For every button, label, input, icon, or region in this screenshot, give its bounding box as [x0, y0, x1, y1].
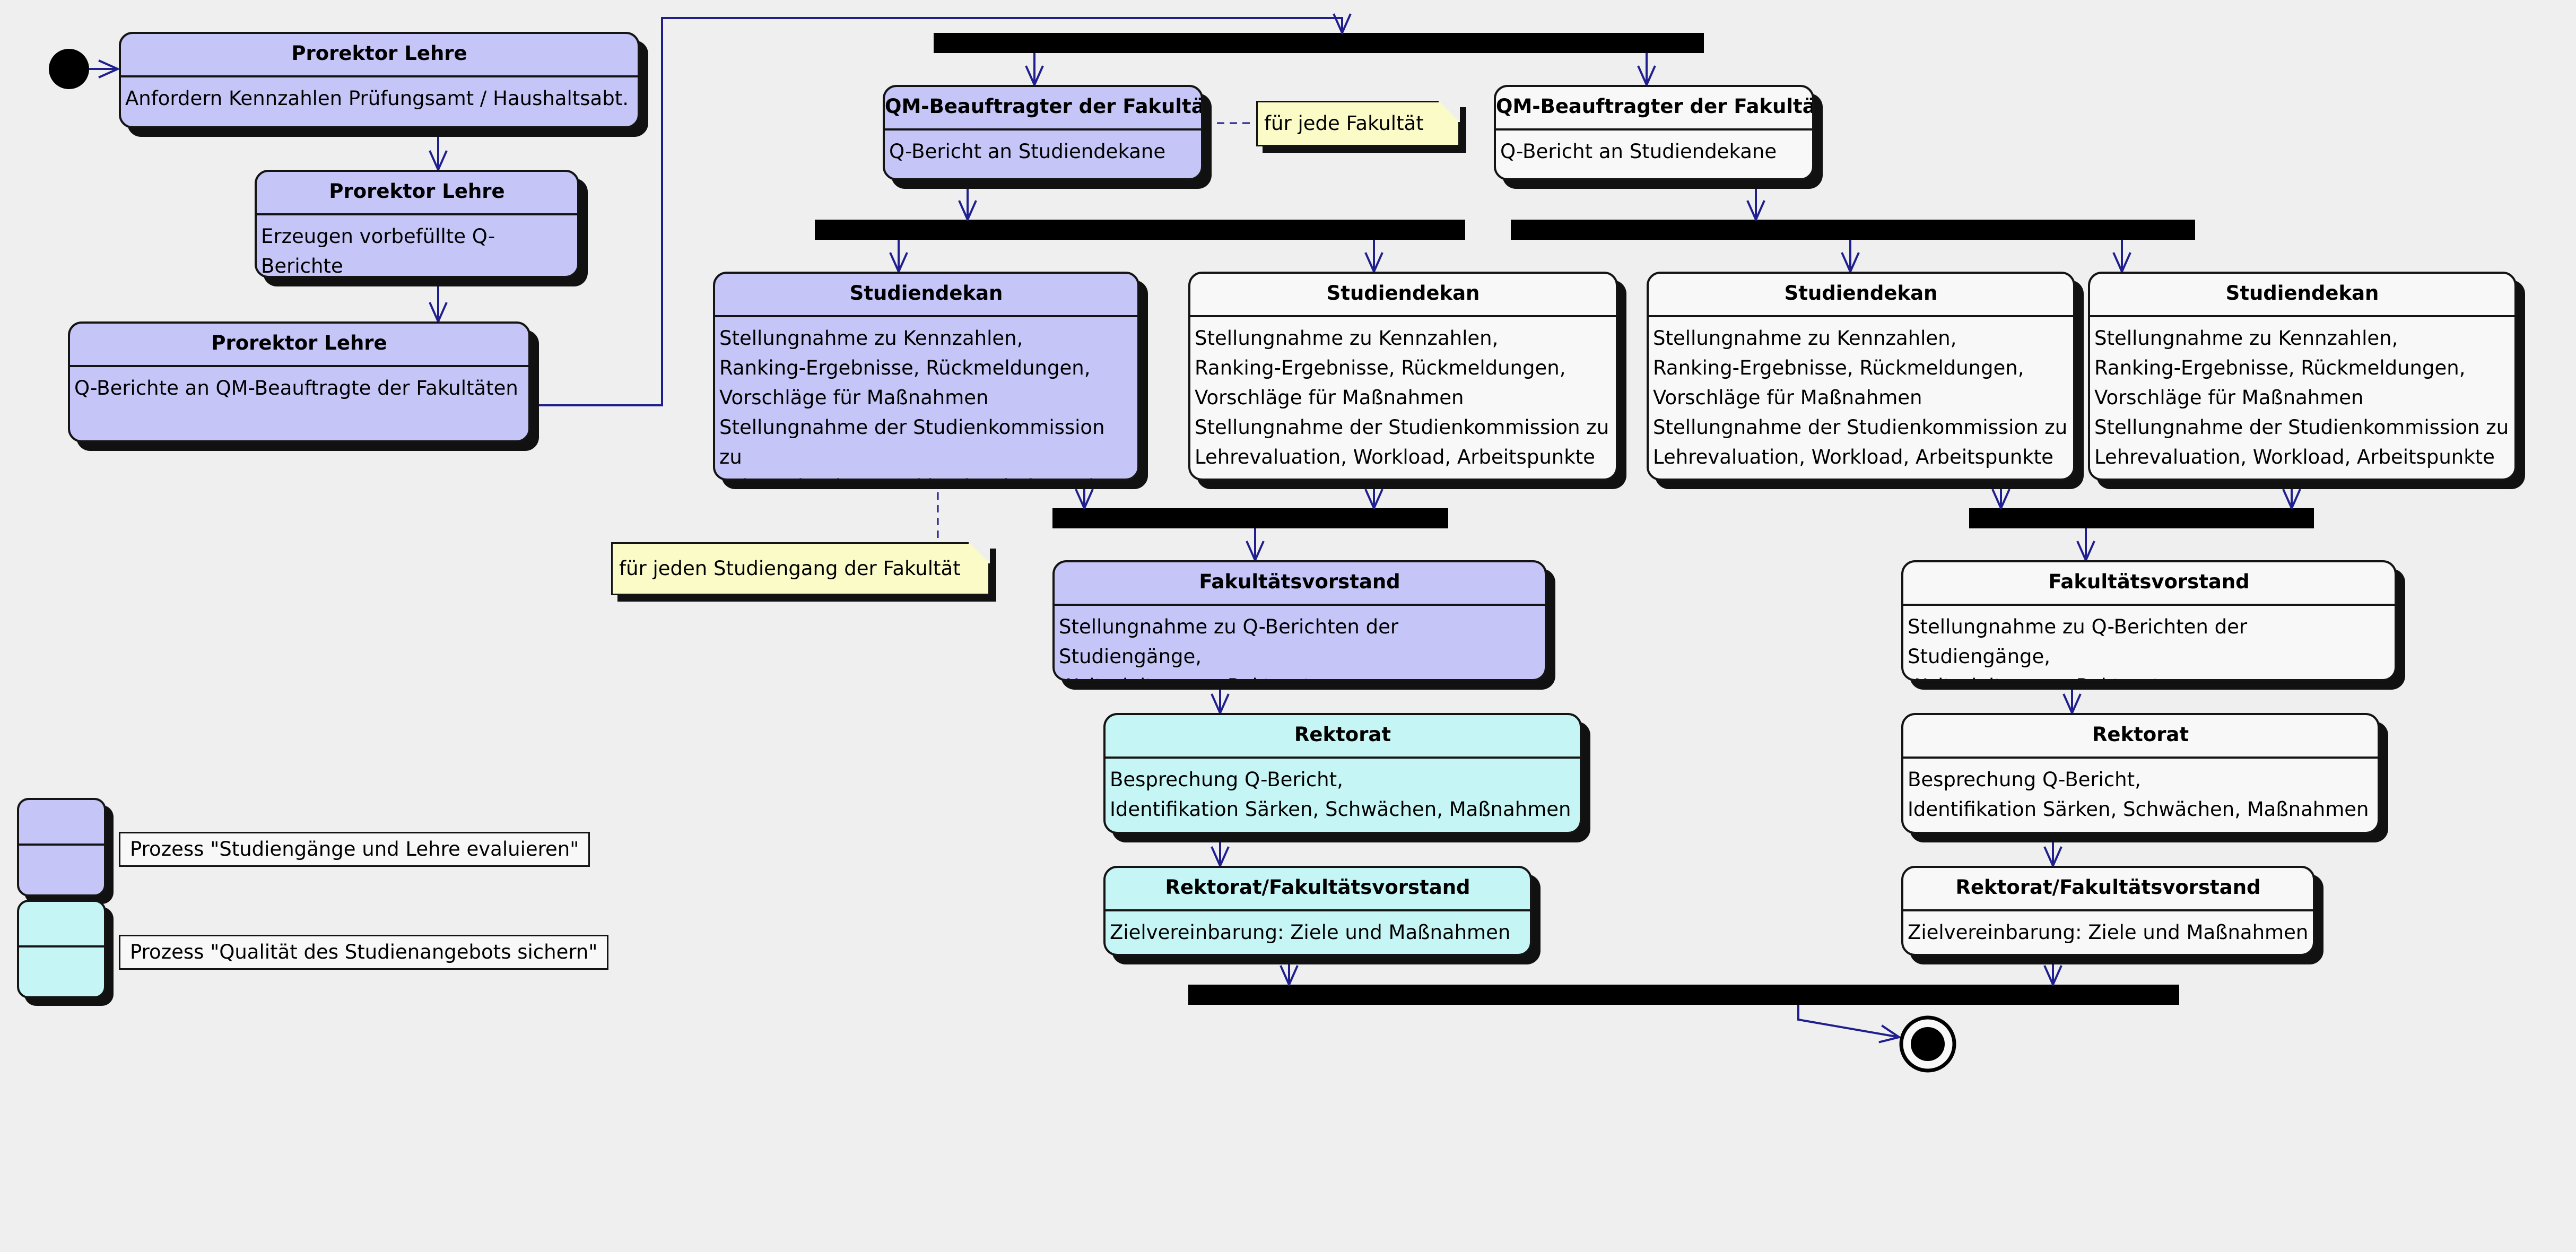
fork-bar-right: [1511, 220, 2195, 240]
state-rektorat-1: Rektorat Besprechung Q-Bericht, Identifi…: [1103, 713, 1582, 834]
join-bar-left: [1052, 508, 1448, 528]
state-body: Anfordern Kennzahlen Prüfungsamt / Haush…: [125, 87, 629, 110]
state-body: Stellungnahme zu Kennzahlen, Ranking-Erg…: [1653, 327, 2068, 468]
state-title: Rektorat/Fakultätsvorstand: [1903, 868, 2313, 911]
state-body: Zielvereinbarung: Ziele und Maßnahmen: [1908, 921, 2309, 944]
state-studiendekan-2: Studiendekan Stellungnahme zu Kennzahlen…: [1188, 272, 1618, 481]
state-fakultaetsvorstand-1: Fakultätsvorstand Stellungnahme zu Q-Ber…: [1052, 560, 1547, 681]
state-rektorat-2: Rektorat Besprechung Q-Bericht, Identifi…: [1901, 713, 2380, 834]
state-body: Stellungnahme zu Q-Berichten der Studien…: [1059, 615, 1399, 679]
note-jede-fakultaet: für jede Fakultät: [1256, 101, 1460, 146]
state-title: Prorektor Lehre: [70, 324, 528, 367]
state-qm-beauftragter-1: QM-Beauftragter der Fakultät Q-Bericht a…: [883, 85, 1203, 180]
state-title: QM-Beauftragter der Fakultät: [1496, 87, 1812, 131]
state-body: Stellungnahme zu Q-Berichten der Studien…: [1908, 615, 2248, 679]
state-body: Besprechung Q-Bericht, Identifikation Sä…: [1908, 768, 2369, 821]
state-zielvereinbarung-2: Rektorat/Fakultätsvorstand Zielvereinbar…: [1901, 866, 2315, 956]
note-text: für jeden Studiengang der Fakultät: [619, 557, 961, 580]
join-bar-bottom: [1188, 985, 2179, 1005]
state-studiendekan-1: Studiendekan Stellungnahme zu Kennzahlen…: [713, 272, 1139, 481]
state-title: Prorektor Lehre: [257, 172, 577, 215]
state-body: Q-Berichte an QM-Beauftragte der Fakultä…: [74, 377, 518, 399]
state-body: Stellungnahme zu Kennzahlen, Ranking-Erg…: [1195, 327, 1609, 468]
state-title: Studiendekan: [715, 274, 1137, 317]
state-title: QM-Beauftragter der Fakultät: [885, 87, 1201, 131]
state-prorektor-erzeugen: Prorektor Lehre Erzeugen vorbefüllte Q-B…: [255, 170, 579, 278]
state-body: Erzeugen vorbefüllte Q-Berichte: [261, 225, 495, 277]
end-node-core: [1911, 1027, 1945, 1061]
state-title: Studiendekan: [1190, 274, 1616, 317]
legend-swatch-divider: [19, 844, 104, 846]
state-title: Fakultätsvorstand: [1055, 562, 1545, 606]
state-body: Q-Bericht an Studiendekane: [1500, 140, 1777, 163]
note-fold: [1439, 101, 1460, 122]
fork-bar-top: [934, 33, 1704, 53]
legend-swatch-quality: [17, 900, 106, 998]
note-jeder-studiengang: für jeden Studiengang der Fakultät: [611, 542, 990, 595]
arrow-pl3-fork: [529, 18, 1342, 406]
fork-bar-left: [815, 220, 1465, 240]
state-body: Zielvereinbarung: Ziele und Maßnahmen: [1110, 921, 1511, 944]
state-body: Besprechung Q-Bericht, Identifikation Sä…: [1110, 768, 1571, 821]
state-title: Studiendekan: [2090, 274, 2514, 317]
state-prorektor-berichte: Prorektor Lehre Q-Berichte an QM-Beauftr…: [68, 321, 530, 442]
state-body: Q-Bericht an Studiendekane: [889, 140, 1166, 163]
legend-swatch-divider: [19, 945, 104, 947]
state-title: Fakultätsvorstand: [1903, 562, 2395, 606]
legend-label-quality: Prozess "Qualität des Studienangebots si…: [119, 935, 609, 970]
state-fakultaetsvorstand-2: Fakultätsvorstand Stellungnahme zu Q-Ber…: [1901, 560, 2397, 681]
state-studiendekan-3: Studiendekan Stellungnahme zu Kennzahlen…: [1647, 272, 2075, 481]
state-title: Rektorat/Fakultätsvorstand: [1106, 868, 1530, 911]
legend-label-evaluate: Prozess "Studiengänge und Lehre evaluier…: [119, 832, 590, 867]
state-qm-beauftragter-2: QM-Beauftragter der Fakultät Q-Bericht a…: [1494, 85, 1814, 180]
state-title: Studiendekan: [1649, 274, 2073, 317]
note-fold: [969, 542, 990, 563]
note-text: für jede Fakultät: [1264, 112, 1424, 135]
state-title: Rektorat: [1903, 715, 2378, 759]
arrow-join-end: [1797, 1005, 1899, 1037]
state-body: Stellungnahme zu Kennzahlen, Ranking-Erg…: [2094, 327, 2509, 468]
state-title: Rektorat: [1106, 715, 1580, 759]
state-studiendekan-4: Studiendekan Stellungnahme zu Kennzahlen…: [2088, 272, 2517, 481]
state-title: Prorektor Lehre: [121, 34, 638, 77]
legend-swatch-evaluate: [17, 798, 106, 897]
state-body: Stellungnahme zu Kennzahlen, Ranking-Erg…: [719, 327, 1120, 479]
join-bar-right: [1969, 508, 2314, 528]
state-prorektor-anfordern: Prorektor Lehre Anfordern Kennzahlen Prü…: [119, 32, 640, 128]
start-node: [49, 49, 89, 89]
state-zielvereinbarung-1: Rektorat/Fakultätsvorstand Zielvereinbar…: [1103, 866, 1532, 956]
